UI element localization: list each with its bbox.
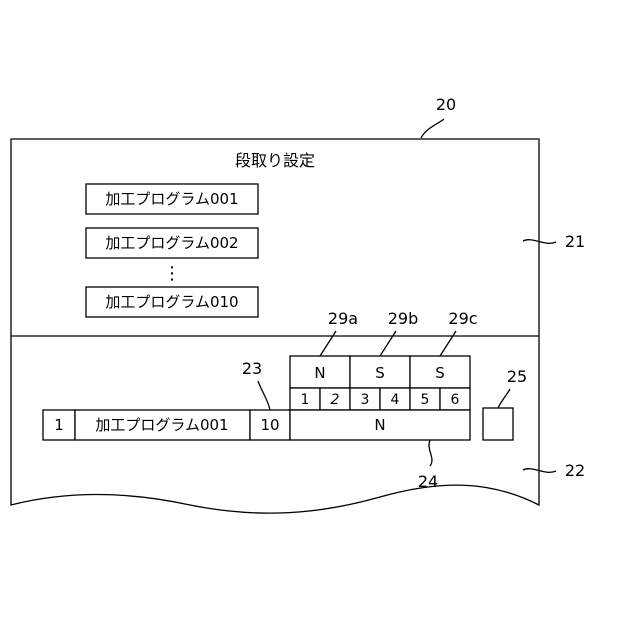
group-cell-1-label: 1 [301,392,310,408]
leader-line-29b [380,331,396,356]
reference-label-21: 21 [565,232,585,251]
program-list-item-1-label: 加工プログラム001 [105,190,238,208]
leader-line-20 [421,119,444,138]
leader-line-23 [258,381,270,410]
reference-label-29c: 29c [448,309,477,328]
reference-label-20: 20 [436,95,456,114]
leader-line-25 [498,389,510,408]
row-count: 10 [260,416,279,434]
reference-label-23: 23 [242,359,262,378]
group-state-29a: N [314,364,325,382]
program-list-item-3-label: 加工プログラム010 [105,293,238,311]
square-button[interactable] [483,408,513,440]
leader-line-24 [429,440,432,466]
row-number: 1 [54,416,64,434]
reference-label-29a: 29a [328,309,358,328]
group-cell-6-label: 6 [451,392,460,408]
group-state-29c: S [435,364,445,382]
group-cell-4-label: 4 [391,392,400,408]
leader-line-29a [320,331,336,356]
group-state-29b: S [375,364,385,382]
reference-label-29b: 29b [388,309,419,328]
program-list-item-2-label: 加工プログラム002 [105,234,238,252]
leader-line-29c [440,331,456,356]
row-program-name: 加工プログラム001 [95,416,228,434]
row-state: N [374,416,385,434]
list-ellipsis: ⋮ [163,263,181,284]
reference-label-22: 22 [565,461,585,480]
screen-title: 段取り設定 [235,151,315,170]
group-cell-3-label: 3 [361,392,370,408]
reference-label-24: 24 [418,472,438,491]
group-cell-5-label: 5 [421,392,430,408]
group-cell-2-label: 2 [331,392,340,408]
reference-label-25: 25 [507,367,527,386]
